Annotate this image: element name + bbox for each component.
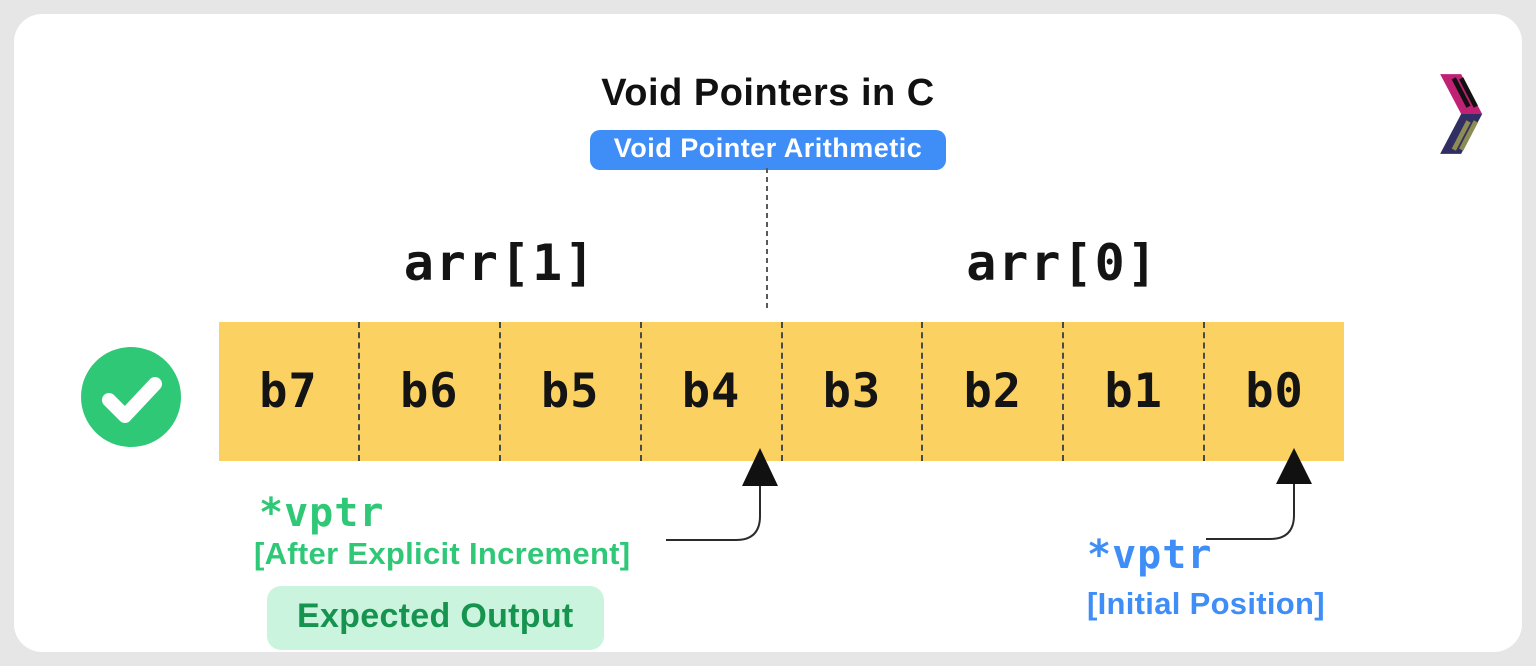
- check-circle-icon: [81, 347, 181, 447]
- byte-cell-b3: b3: [783, 322, 924, 461]
- byte-array: b7 b6 b5 b4 b3 b2 b1 b0: [219, 322, 1344, 461]
- expected-output-badge: Expected Output: [267, 586, 604, 650]
- byte-cell-b5: b5: [501, 322, 642, 461]
- group-label-arr1: arr[1]: [403, 234, 597, 292]
- vptr-after-increment: *vptr: [259, 490, 385, 536]
- byte-cell-b7: b7: [219, 322, 360, 461]
- page-title: Void Pointers in C: [601, 72, 935, 114]
- byte-cell-b0: b0: [1245, 364, 1304, 419]
- byte-cell-b1: b1: [1064, 322, 1206, 461]
- diagram-card: Void Pointers in C Void Pointer Arithmet…: [14, 14, 1522, 652]
- logo-stripe: [1459, 120, 1478, 151]
- byte-cell-b6: b6: [360, 322, 501, 461]
- byte-cell-b4: b4: [642, 322, 783, 461]
- after-increment-label: [After Explicit Increment]: [254, 536, 631, 571]
- initial-position-label: [Initial Position]: [1087, 586, 1325, 621]
- brand-chevron-icon: [1440, 74, 1483, 154]
- check-circle: [81, 347, 181, 447]
- vptr-initial-position: *vptr: [1087, 532, 1213, 578]
- byte-cell-b2: b2: [923, 322, 1065, 461]
- check-mark: [102, 377, 162, 423]
- logo-stripe: [1451, 120, 1471, 151]
- group-label-arr0: arr[0]: [966, 234, 1159, 292]
- logo-stripe: [1451, 77, 1471, 108]
- subtitle-badge: Void Pointer Arithmetic: [589, 130, 947, 170]
- logo-stripe: [1459, 77, 1478, 108]
- subtitle-badge-row: Void Pointer Arithmetic: [14, 130, 1522, 170]
